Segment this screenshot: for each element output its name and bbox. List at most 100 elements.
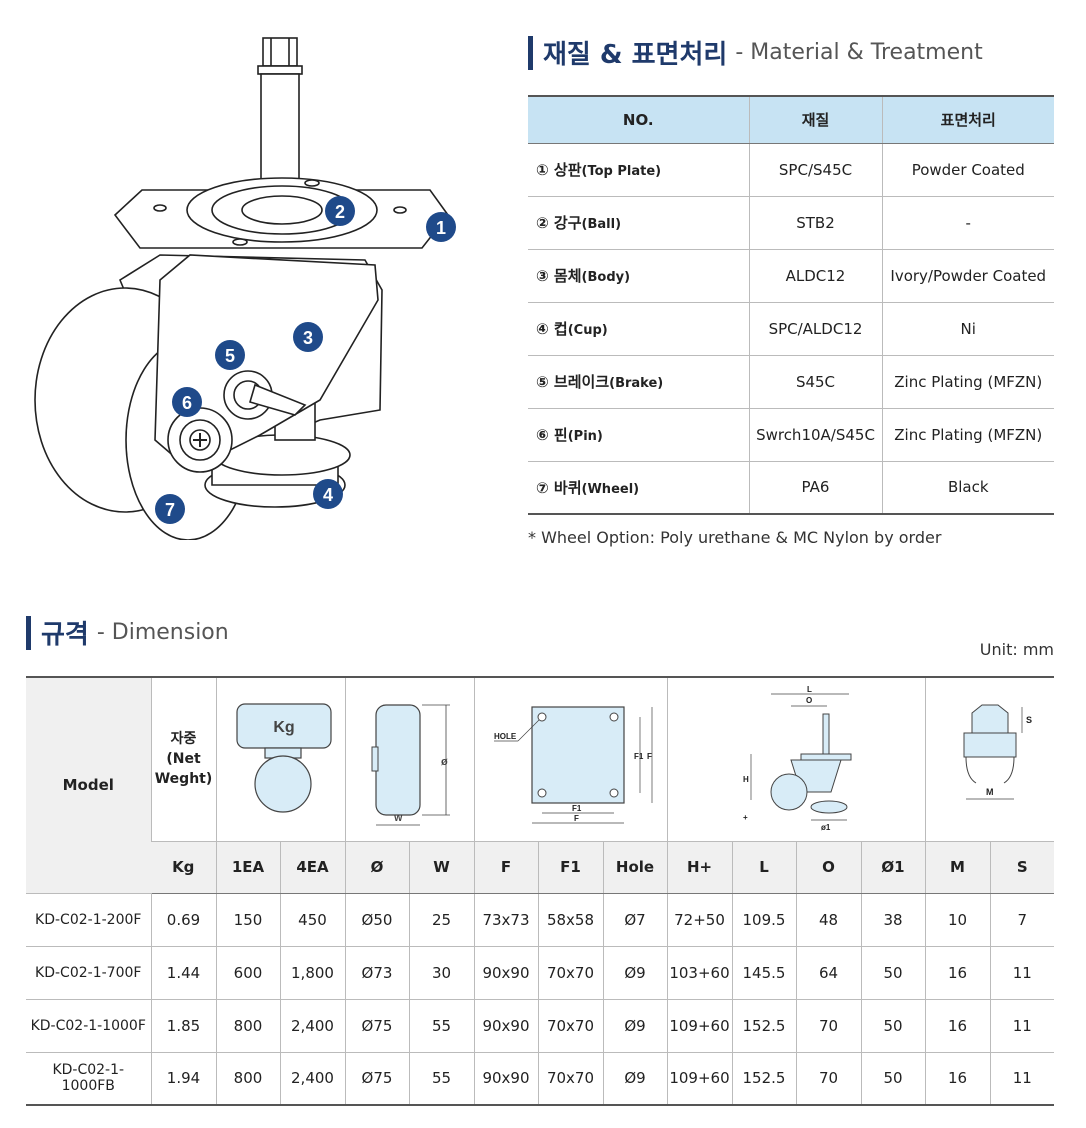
f1-vertical-label: F1 xyxy=(634,752,644,761)
title-bar xyxy=(26,615,31,650)
material-section-title: 재질 & 표면처리 - Material & Treatment xyxy=(528,34,983,71)
dimension-cell: 90x90 xyxy=(473,1052,538,1106)
m-label: M xyxy=(986,787,994,797)
model-cell: KD-C02-1-200F xyxy=(26,893,151,947)
kg-icon-label: Kg xyxy=(273,719,294,736)
dimension-cell: 0.69 xyxy=(150,893,216,947)
treatment-cell: Zinc Plating (MFZN) xyxy=(881,355,1054,409)
treatment-cell: Black xyxy=(881,461,1054,515)
dimension-cell: 30 xyxy=(408,946,474,1000)
unit-label: Unit: mm xyxy=(979,640,1054,659)
part-name-ko: ⑤ 브레이크 xyxy=(536,373,610,391)
dimension-cell: 103+60 xyxy=(666,946,732,1000)
l-label: L xyxy=(807,685,812,694)
dimension-sub-header: W xyxy=(408,841,474,894)
dimension-cell: 90x90 xyxy=(473,999,538,1053)
wheel-dimension-drawing: ø W xyxy=(371,704,450,826)
dimension-sub-header: O xyxy=(795,841,861,894)
h-label: H xyxy=(743,775,749,784)
svg-text:2: 2 xyxy=(335,202,345,222)
callout-2: 2 xyxy=(325,196,355,226)
material-title-en: - Material & Treatment xyxy=(735,40,983,65)
material-part-cell: ⑥ 핀(Pin) xyxy=(528,408,749,462)
dimension-cell: 16 xyxy=(924,999,990,1053)
dimension-cell: 50 xyxy=(860,946,925,1000)
callout-3: 3 xyxy=(293,322,323,352)
svg-text:7: 7 xyxy=(165,500,175,520)
dimension-sub-header: Ø1 xyxy=(860,841,925,894)
dimension-sub-header: Ø xyxy=(344,841,409,894)
dimension-cell: Ø73 xyxy=(344,946,409,1000)
part-name-ko: ① 상판 xyxy=(536,161,582,179)
model-cell: KD-C02-1-700F xyxy=(26,946,151,1000)
callout-7: 7 xyxy=(155,494,185,524)
part-name-en: (Cup) xyxy=(567,323,608,338)
dimension-sub-header: 4EA xyxy=(279,841,345,894)
dimension-cell: 800 xyxy=(215,1052,280,1106)
dimension-sub-header: M xyxy=(924,841,990,894)
dimension-cell: 2,400 xyxy=(279,999,345,1053)
dimension-cell: 1.85 xyxy=(150,999,216,1053)
material-cell: STB2 xyxy=(748,196,882,250)
treatment-cell: Zinc Plating (MFZN) xyxy=(881,408,1054,462)
dimension-sub-header: Kg xyxy=(151,841,216,894)
part-name-ko: ④ 컵 xyxy=(536,320,568,338)
dimension-cell: 16 xyxy=(924,1052,990,1106)
dimension-cell: 73x73 xyxy=(473,893,538,947)
dimension-cell: 800 xyxy=(215,999,280,1053)
plate-drawing-cell: HOLE F1 F F1 F xyxy=(473,676,667,842)
material-cell: ALDC12 xyxy=(748,249,882,303)
dimension-cell: 2,400 xyxy=(279,1052,345,1106)
material-part-cell: ① 상판(Top Plate) xyxy=(528,143,749,197)
dimension-cell: 38 xyxy=(860,893,925,947)
treatment-cell: Ivory/Powder Coated xyxy=(881,249,1054,303)
dimension-section-title: 규격 - Dimension xyxy=(26,614,229,651)
dimension-cell: 48 xyxy=(795,893,861,947)
dimension-cell: Ø9 xyxy=(602,946,667,1000)
dimension-cell: 55 xyxy=(408,999,474,1053)
dimension-cell: 25 xyxy=(408,893,474,947)
part-name-en: (Body) xyxy=(581,270,631,285)
svg-text:3: 3 xyxy=(303,328,313,348)
dimension-cell: 600 xyxy=(215,946,280,1000)
dimension-cell: 1,800 xyxy=(279,946,345,1000)
width-label: W xyxy=(394,813,403,823)
dimension-sub-header: F1 xyxy=(537,841,603,894)
model-header: Model xyxy=(26,676,151,894)
wheel-option-note: * Wheel Option: Poly urethane & MC Nylon… xyxy=(528,528,942,547)
dimension-sub-header: S xyxy=(989,841,1054,894)
part-name-ko: ③ 몸체 xyxy=(536,267,582,285)
o1-label: ø1 xyxy=(821,823,831,832)
part-name-en: (Ball) xyxy=(581,217,622,232)
plus-label: + xyxy=(743,813,748,822)
material-row: ② 강구(Ball)STB2- xyxy=(528,196,1054,250)
svg-text:6: 6 xyxy=(182,393,192,413)
material-part-cell: ⑤ 브레이크(Brake) xyxy=(528,355,749,409)
dimension-cell: 64 xyxy=(795,946,861,1000)
part-name-en: (Top Plate) xyxy=(581,164,662,179)
f-horizontal-label: F xyxy=(574,814,579,823)
material-cell: SPC/S45C xyxy=(748,143,882,197)
dimension-cell: Ø50 xyxy=(344,893,409,947)
dimension-cell: Ø7 xyxy=(602,893,667,947)
header-no: NO. xyxy=(528,95,749,144)
hole-label: HOLE xyxy=(494,732,517,741)
load-drawing-cell: Kg xyxy=(215,676,345,842)
plate-dimension-drawing: HOLE F1 F F1 F xyxy=(493,706,652,824)
caster-illustration: 1 2 3 4 5 6 7 xyxy=(34,37,456,540)
header-treatment: 표면처리 xyxy=(881,95,1054,144)
dimension-cell: 70x70 xyxy=(537,1052,603,1106)
dimension-cell: 50 xyxy=(860,1052,925,1106)
dimension-cell: Ø75 xyxy=(344,1052,409,1106)
part-name-en: (Pin) xyxy=(567,429,603,444)
